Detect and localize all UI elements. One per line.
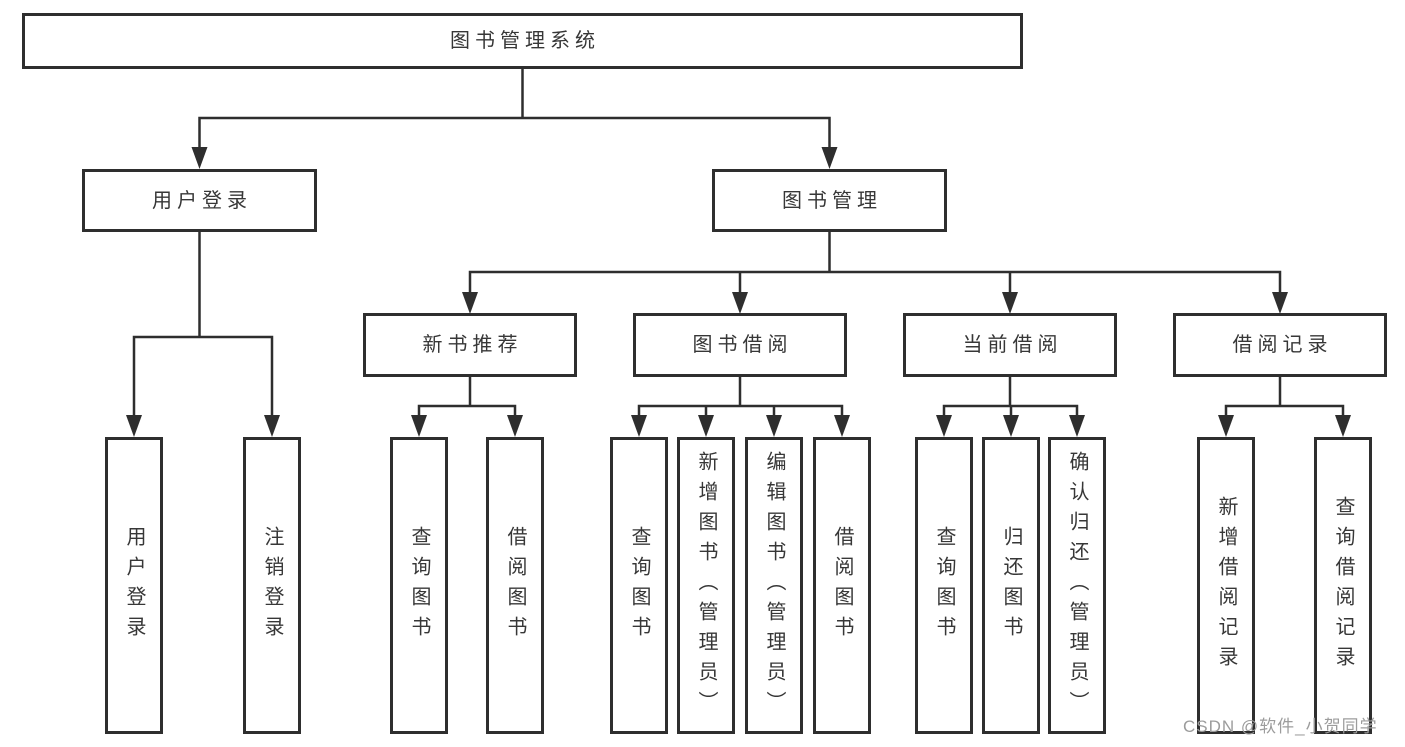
arrow-down-icon xyxy=(631,415,647,437)
node-leaf-current-query-books-label: 查询图书 xyxy=(933,525,955,646)
node-leaf-recommend-borrow-books: 借阅图书 xyxy=(486,437,544,734)
node-leaf-borrow-borrow-books-label: 借阅图书 xyxy=(831,525,853,646)
node-leaf-records-add-record: 新增借阅记录 xyxy=(1197,437,1255,734)
node-book-borrow: 图书借阅 xyxy=(633,313,847,377)
node-leaf-borrow-edit-books: 编辑图书（管理员） xyxy=(745,437,803,734)
node-user-login: 用户登录 xyxy=(82,169,317,232)
wire-book-mgmt-to-level3 xyxy=(468,232,1282,298)
node-leaf-borrow-add-books: 新增图书（管理员） xyxy=(677,437,735,734)
node-book-borrow-label: 图书借阅 xyxy=(692,334,793,356)
node-leaf-recommend-query-books-label: 查询图书 xyxy=(408,525,430,646)
node-borrow-records: 借阅记录 xyxy=(1173,313,1387,377)
node-borrow-records-label: 借阅记录 xyxy=(1232,334,1333,356)
node-leaf-borrow-borrow-books: 借阅图书 xyxy=(813,437,871,734)
wire-root-to-level2 xyxy=(198,69,831,151)
arrow-down-icon xyxy=(698,415,714,437)
node-new-book-recommend: 新书推荐 xyxy=(363,313,577,377)
node-leaf-current-confirm-return: 确认归还（管理员） xyxy=(1048,437,1106,734)
wire-borrow-to-children xyxy=(637,377,844,421)
node-leaf-records-query-record-label: 查询借阅记录 xyxy=(1332,495,1354,676)
node-leaf-records-add-record-label: 新增借阅记录 xyxy=(1215,495,1237,676)
arrow-down-icon xyxy=(766,415,782,437)
arrow-down-icon xyxy=(936,415,952,437)
node-current-borrow-label: 当前借阅 xyxy=(962,334,1063,356)
wire-records-to-children xyxy=(1224,377,1345,421)
node-leaf-current-query-books: 查询图书 xyxy=(915,437,973,734)
node-leaf-logout: 注销登录 xyxy=(243,437,301,734)
node-leaf-current-return-books-label: 归还图书 xyxy=(1000,525,1022,646)
node-leaf-records-query-record: 查询借阅记录 xyxy=(1314,437,1372,734)
wire-recommend-to-children xyxy=(417,377,517,421)
node-leaf-borrow-query-books: 查询图书 xyxy=(610,437,668,734)
node-leaf-borrow-query-books-label: 查询图书 xyxy=(628,525,650,646)
arrow-down-icon xyxy=(1272,292,1288,314)
node-book-management: 图书管理 xyxy=(712,169,947,232)
arrow-down-icon xyxy=(1335,415,1351,437)
node-leaf-current-confirm-return-label: 确认归还（管理员） xyxy=(1066,450,1088,721)
node-book-management-label: 图书管理 xyxy=(782,189,882,212)
node-leaf-recommend-borrow-books-label: 借阅图书 xyxy=(504,525,526,646)
arrow-down-icon xyxy=(1003,415,1019,437)
csdn-watermark: CSDN @软件_小贺同学 xyxy=(1183,717,1378,736)
arrow-down-icon xyxy=(191,147,208,169)
node-leaf-user-login: 用户登录 xyxy=(105,437,163,734)
node-leaf-borrow-add-books-label: 新增图书（管理员） xyxy=(695,450,717,721)
arrow-down-icon xyxy=(411,415,427,437)
node-root-label: 图书管理系统 xyxy=(450,30,600,52)
node-leaf-current-return-books: 归还图书 xyxy=(982,437,1040,734)
arrow-down-icon xyxy=(264,415,280,437)
arrow-down-icon xyxy=(1069,415,1085,437)
node-leaf-borrow-edit-books-label: 编辑图书（管理员） xyxy=(763,450,785,721)
arrow-down-icon xyxy=(507,415,523,437)
node-new-book-recommend-label: 新书推荐 xyxy=(422,334,523,356)
node-user-login-label: 用户登录 xyxy=(152,189,252,212)
node-current-borrow: 当前借阅 xyxy=(903,313,1117,377)
wire-current-to-children xyxy=(942,377,1079,421)
node-leaf-recommend-query-books: 查询图书 xyxy=(390,437,448,734)
arrow-down-icon xyxy=(834,415,850,437)
arrow-down-icon xyxy=(732,292,748,314)
arrow-down-icon xyxy=(462,292,478,314)
arrow-down-icon xyxy=(126,415,142,437)
node-leaf-logout-label: 注销登录 xyxy=(261,525,283,646)
node-root: 图书管理系统 xyxy=(22,13,1023,69)
arrow-down-icon xyxy=(821,147,838,169)
wire-user-login-to-children xyxy=(132,232,274,421)
arrow-down-icon xyxy=(1002,292,1018,314)
arrow-down-icon xyxy=(1218,415,1234,437)
arrowhead-icons xyxy=(126,147,1351,437)
node-leaf-user-login-label: 用户登录 xyxy=(123,525,145,646)
